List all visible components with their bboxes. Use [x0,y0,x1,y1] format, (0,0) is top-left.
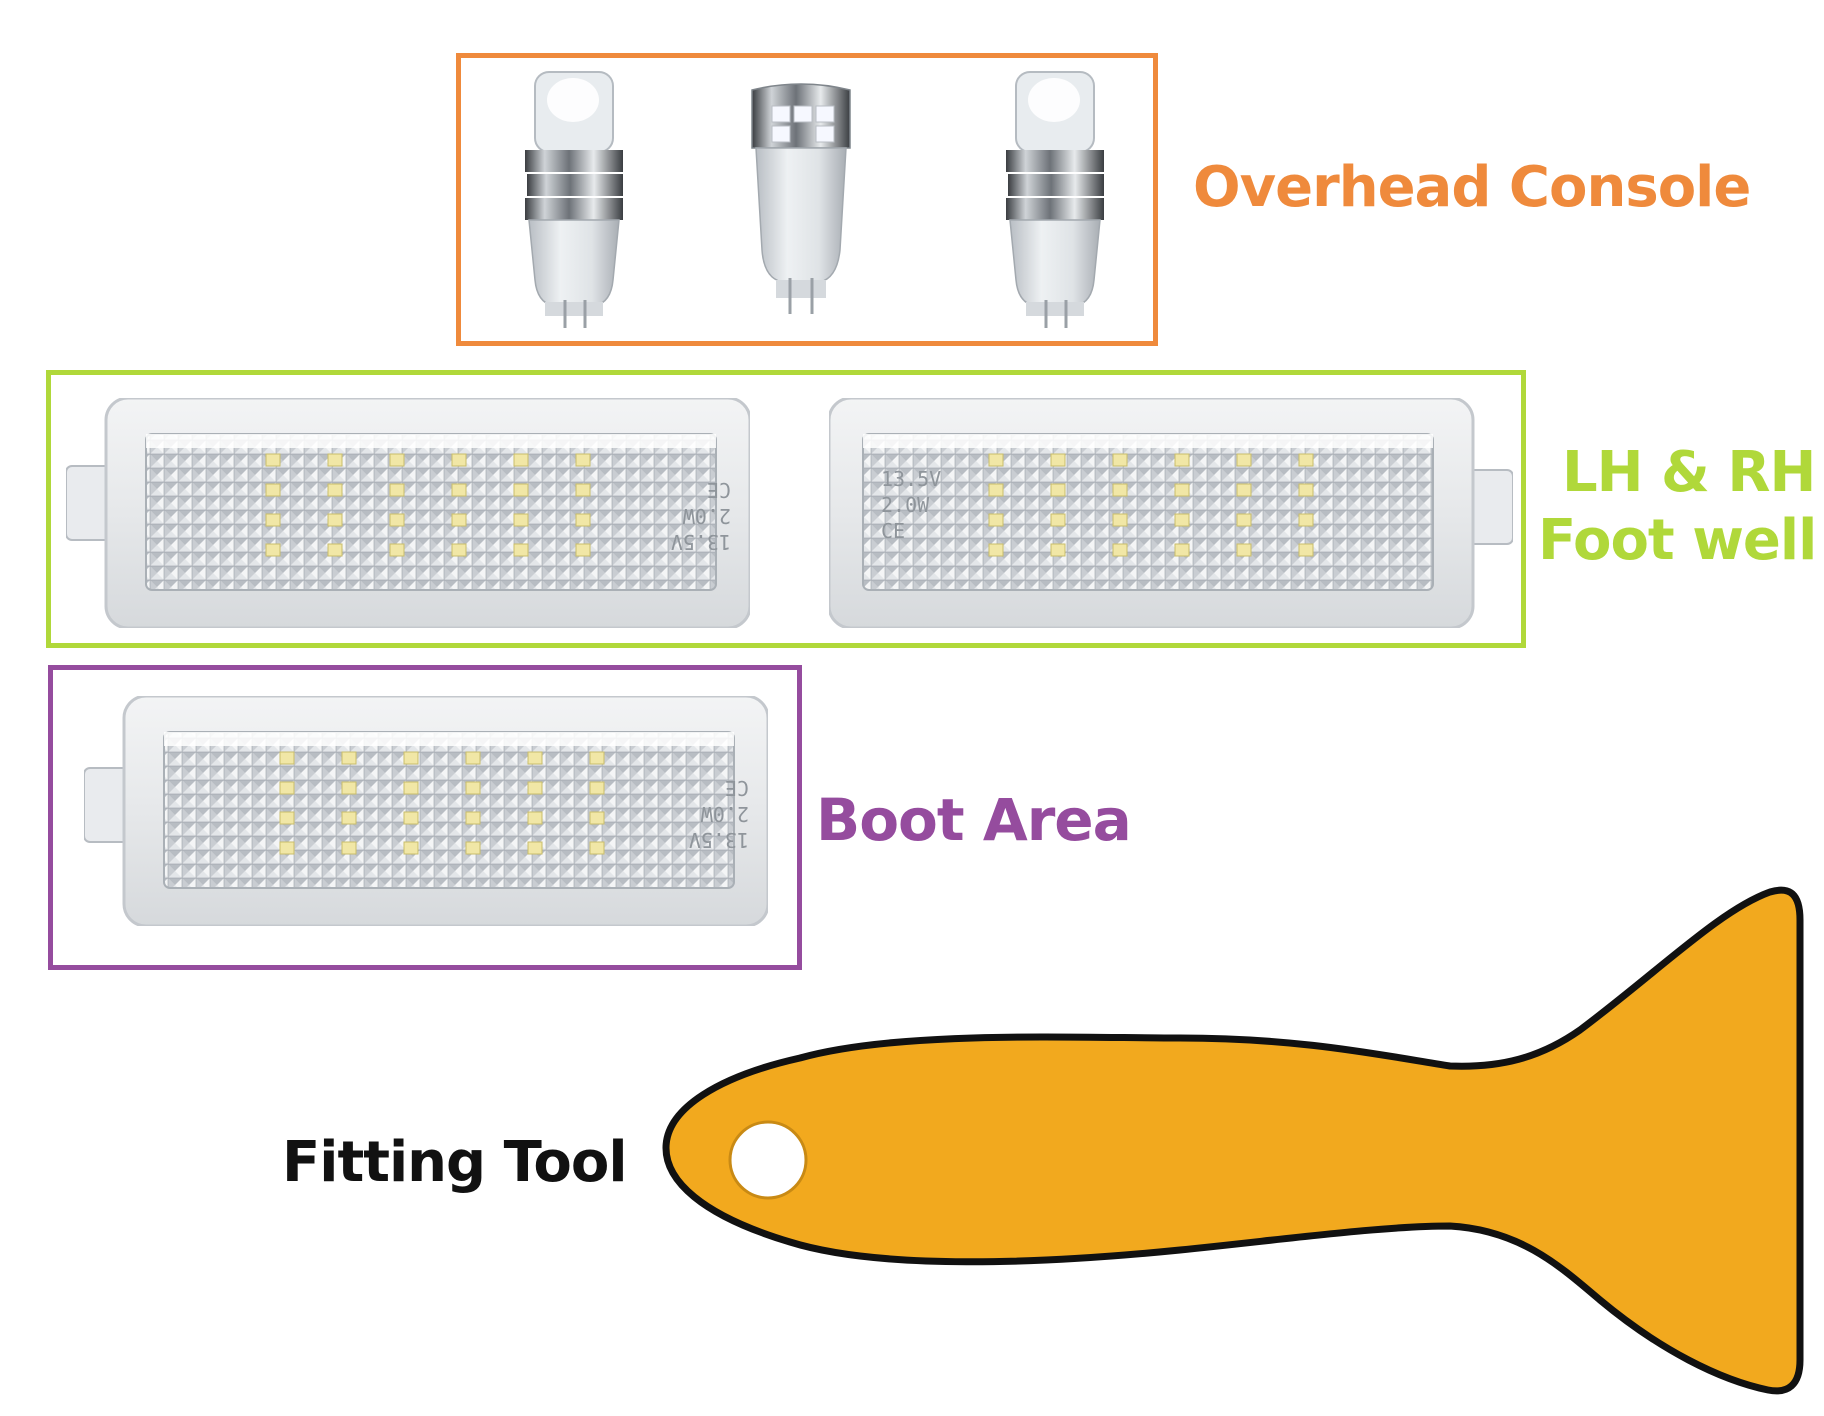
footwell-label-line2: Foot well [1538,508,1817,573]
t10-bulb-icon [1006,71,1104,328]
trim-removal-tool-icon [662,886,1804,1395]
svg-text:2.0W: 2.0W [700,802,749,826]
footwell-label-line1: LH & RH [1562,440,1816,505]
svg-text:13.5V: 13.5V [881,467,941,491]
led-panel-icon: CE 2.0W 13.5V [66,398,750,628]
boot-area-frame [48,665,802,970]
svg-text:2.0W: 2.0W [682,504,731,528]
svg-text:CE: CE [707,478,731,502]
led-panel-icon: CE 2.0W 13.5V [84,696,768,926]
fitting-tool-label: Fitting Tool [282,1130,628,1195]
boot-area-label: Boot Area [816,786,1132,854]
svg-text:13.5V: 13.5V [689,828,749,852]
led-panel-icon: 13.5V 2.0W CE [829,398,1513,628]
t10-bulb-icon [751,83,851,314]
hanging-hole [728,1120,808,1200]
svg-text:CE: CE [881,519,905,543]
footwell-frame [46,370,1526,648]
svg-text:13.5V: 13.5V [671,530,731,554]
overhead-console-frame [456,53,1158,346]
svg-text:CE: CE [725,776,749,800]
svg-text:2.0W: 2.0W [881,493,930,517]
t10-bulb-icon [525,71,623,328]
overhead-console-label: Overhead Console [1193,155,1751,220]
